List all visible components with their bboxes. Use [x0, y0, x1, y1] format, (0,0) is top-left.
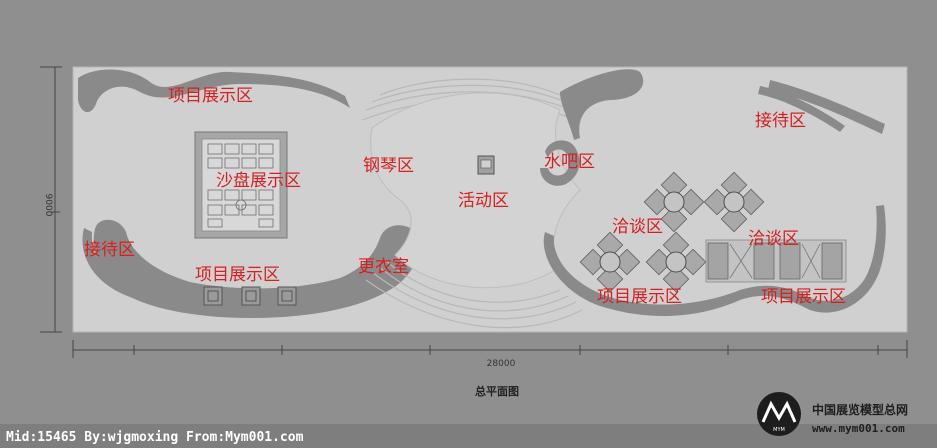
curve-right-top-b — [768, 80, 885, 134]
chair — [660, 171, 688, 199]
zone-label-project-top-left: 项目展示区 — [168, 86, 253, 106]
table-set — [703, 171, 765, 233]
zone-label-reception-right: 接待区 — [755, 111, 806, 131]
brand-name: 中国展览模型总网 — [812, 402, 908, 417]
chair — [596, 231, 624, 259]
dimension-line-width — [72, 340, 908, 358]
chair — [645, 248, 673, 276]
round-table — [663, 191, 685, 213]
round-table — [665, 251, 687, 273]
curve-right-lower — [543, 205, 886, 317]
zone-label-negotiation-1: 洽谈区 — [612, 217, 663, 237]
chair — [596, 265, 624, 293]
round-table — [723, 191, 745, 213]
display-boards-left — [203, 286, 297, 306]
table-set — [579, 231, 641, 293]
chair — [737, 188, 765, 216]
curve-water-bar — [540, 140, 580, 186]
chair — [579, 248, 607, 276]
curve-bottom-left-inner — [93, 219, 420, 318]
chair — [677, 188, 705, 216]
dimension-height: 9000 — [43, 194, 53, 217]
watermark-text: Mid:15465 By:wjgmoxing From:Mym001.com — [6, 430, 304, 445]
round-table — [599, 251, 621, 273]
sandtable-model — [194, 131, 288, 239]
chair — [720, 205, 748, 233]
zone-label-changing-room: 更衣室 — [358, 257, 409, 277]
zone-label-piano: 钢琴区 — [363, 156, 414, 176]
zone-label-activity: 活动区 — [458, 191, 509, 211]
zone-label-negotiation-2: 洽谈区 — [748, 229, 799, 249]
table-set — [643, 171, 705, 233]
display-panels-right — [705, 239, 847, 283]
chair — [703, 188, 731, 216]
chair — [720, 171, 748, 199]
negotiation-table-sets — [579, 171, 765, 293]
curve-right-top-a — [758, 86, 845, 132]
chair — [613, 248, 641, 276]
zone-label-reception-left: 接待区 — [84, 240, 135, 260]
chair — [679, 248, 707, 276]
chair — [662, 265, 690, 293]
dimension-line-height — [40, 66, 62, 333]
curve-top-left — [78, 69, 350, 113]
chair — [643, 188, 671, 216]
table-set — [645, 231, 707, 293]
zone-label-water-bar: 水吧区 — [544, 152, 595, 172]
zone-label-sandtable: 沙盘展示区 — [216, 171, 301, 191]
brand-url: www.mym001.com — [812, 422, 905, 435]
chair — [660, 205, 688, 233]
dimension-width: 28000 — [487, 359, 516, 369]
zone-label-project-bottom-mid: 项目展示区 — [597, 287, 682, 307]
brand-logo: MYM — [757, 392, 801, 436]
plan-title: 总平面图 — [475, 384, 519, 398]
curve-top-middle — [560, 69, 644, 140]
zone-label-project-bottom-right: 项目展示区 — [761, 287, 846, 307]
brand-logo-text: MYM — [773, 427, 785, 433]
chair — [662, 231, 690, 259]
zone-label-project-bottom-left: 项目展示区 — [195, 265, 280, 285]
activity-stage — [361, 78, 583, 329]
